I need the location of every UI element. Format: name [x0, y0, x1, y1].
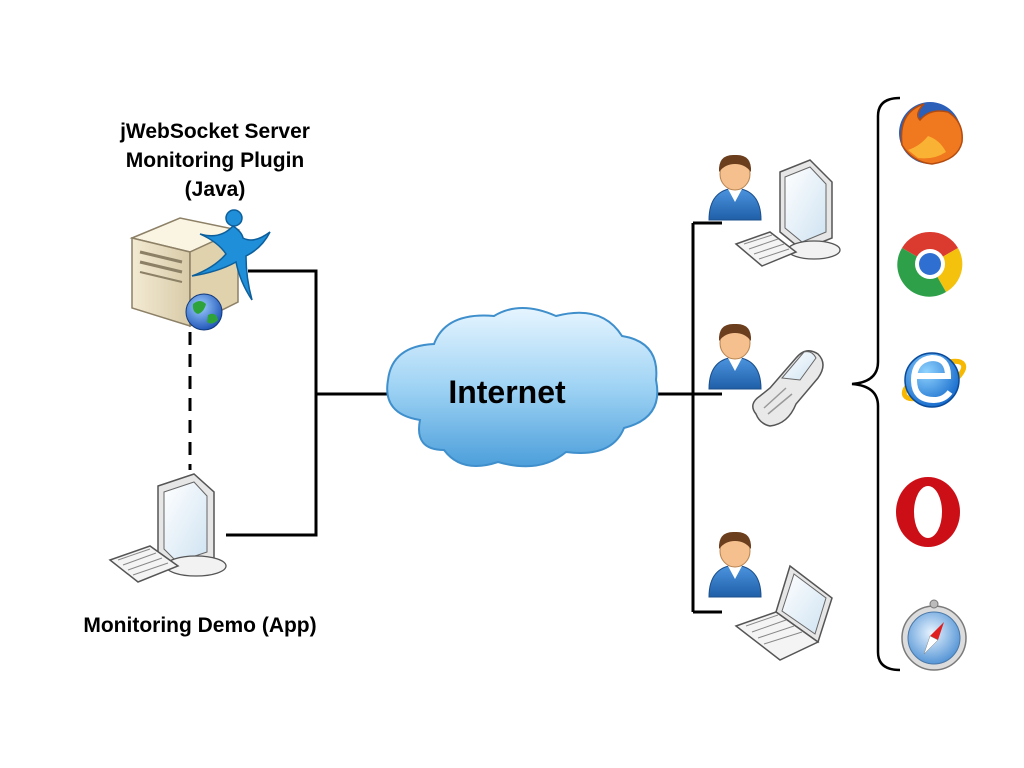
- client-user-3: [708, 531, 762, 598]
- internet-label: Internet: [448, 374, 566, 410]
- firefox-icon: [899, 102, 963, 165]
- demo-computer-icon: [108, 473, 227, 583]
- demo-link: [226, 394, 318, 537]
- chrome-icon: [897, 231, 963, 297]
- server-title-line1: jWebSocket Server: [120, 120, 310, 143]
- globe-icon: [185, 293, 223, 331]
- laptop-icon: [734, 564, 833, 661]
- internet-explorer-icon: [901, 352, 967, 408]
- connection-lines: [188, 221, 722, 614]
- mobile-phone-icon: [752, 350, 824, 427]
- demo-label: Monitoring Demo (App): [83, 614, 317, 637]
- safari-icon: [901, 599, 967, 671]
- client-user-1: [708, 154, 762, 221]
- opera-icon: [896, 477, 960, 547]
- internet-cloud-icon: [386, 307, 659, 468]
- server-title: jWebSocket Server Monitoring Plugin (Jav…: [95, 117, 335, 204]
- server-title-line2: Monitoring Plugin: [125, 149, 305, 172]
- server-title-line3: (Java): [184, 178, 246, 201]
- browser-brace: [851, 96, 901, 672]
- server-link: [248, 269, 390, 396]
- jwebsocket-logo-icon: [191, 209, 271, 301]
- client-desktop-icon: [734, 159, 841, 267]
- client-user-2: [708, 323, 762, 390]
